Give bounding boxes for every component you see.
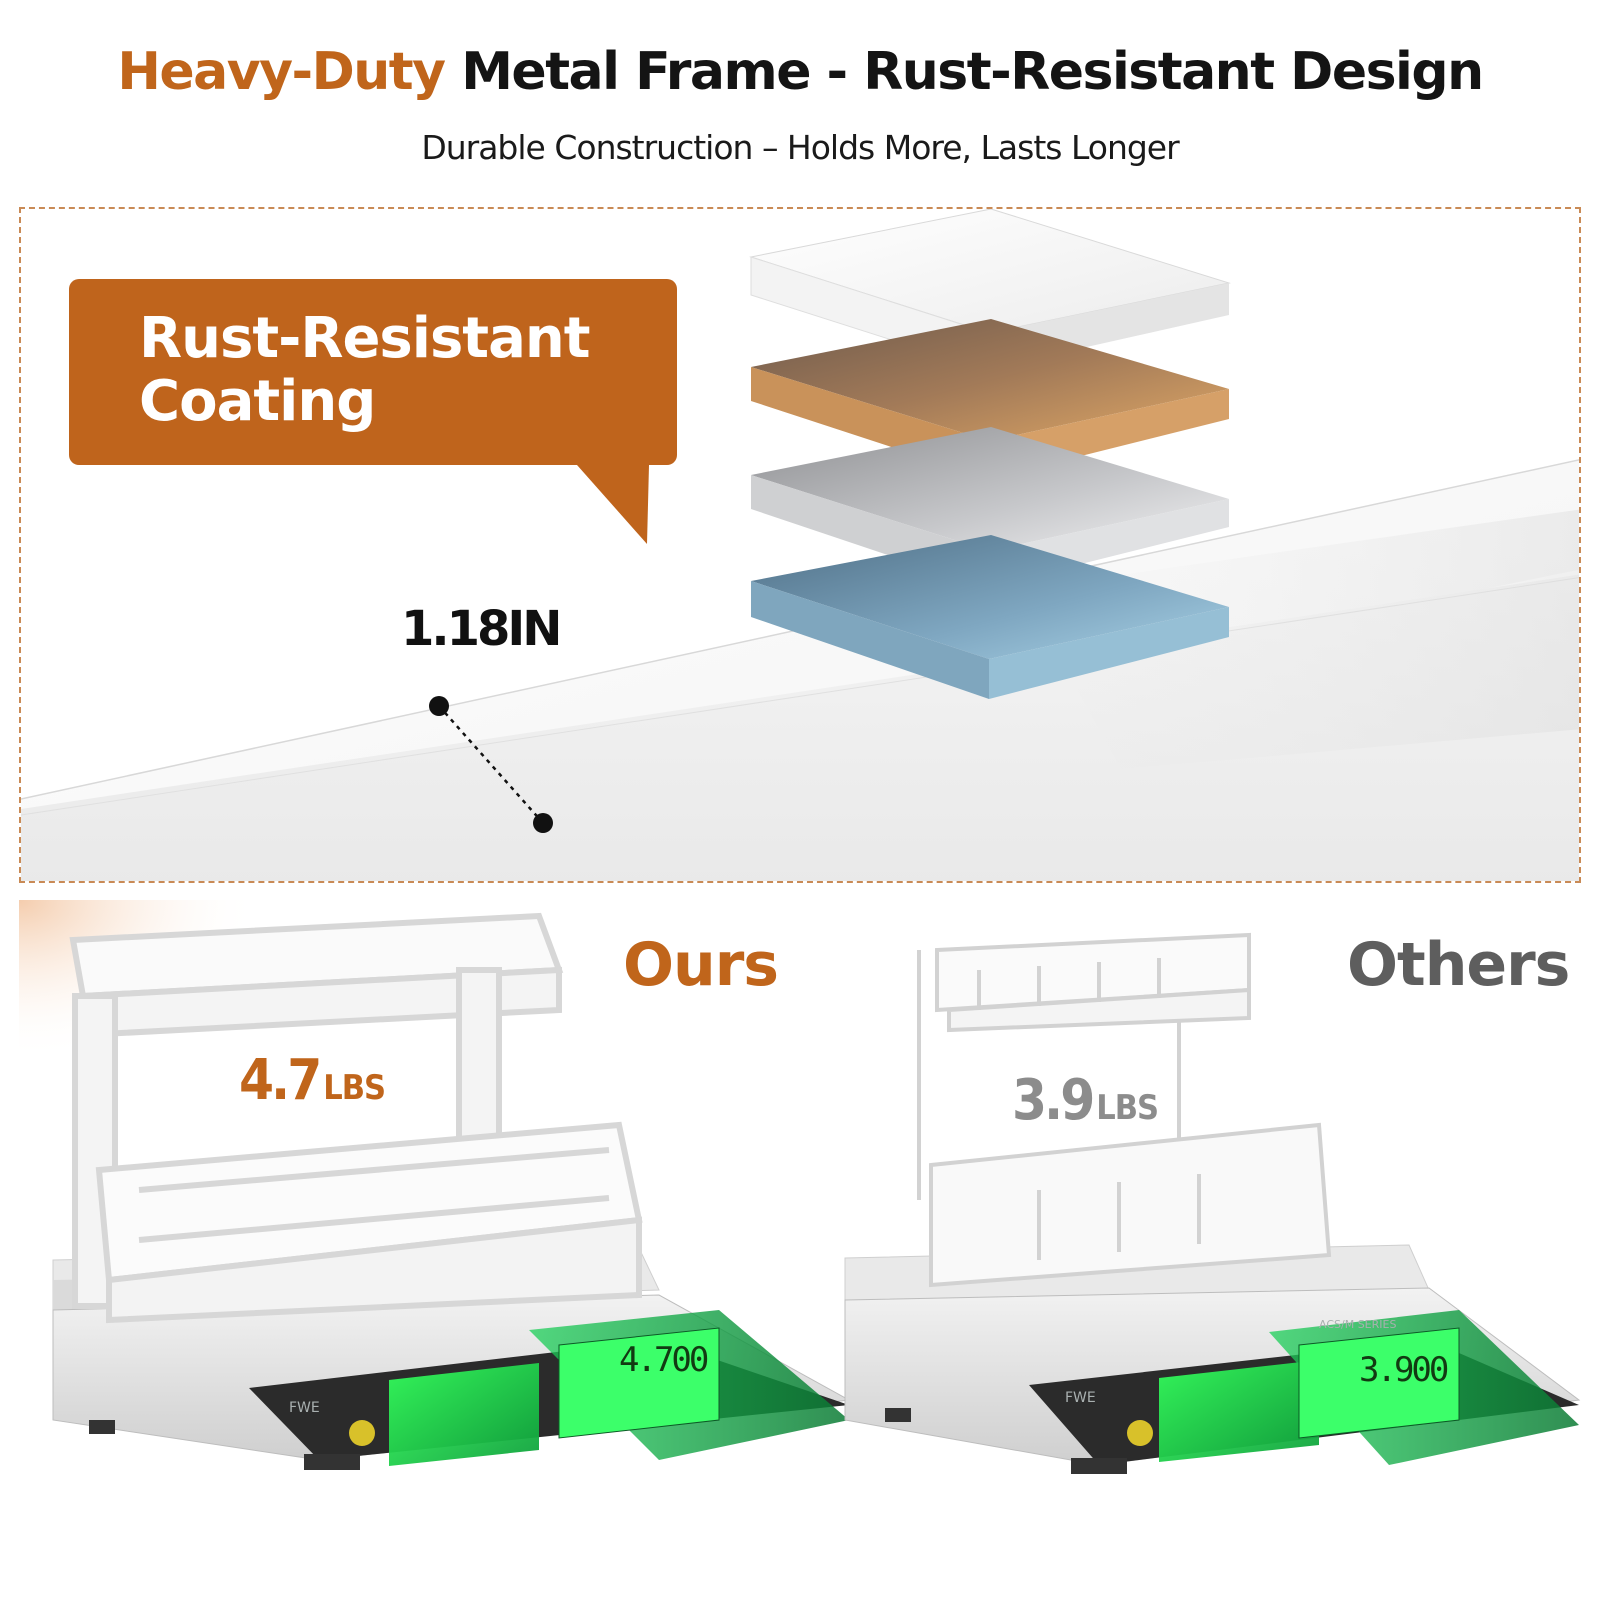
- ours-scale-brand: FWE: [289, 1400, 320, 1416]
- callout-text: Rust-Resistant Coating: [139, 307, 659, 433]
- ours-weight-unit: LBS: [323, 1068, 386, 1108]
- headline-main: Metal Frame - Rust-Resistant Design: [461, 42, 1484, 102]
- coating-layers: [749, 209, 1231, 699]
- others-rack: [917, 932, 1332, 1288]
- subheadline: Durable Construction – Holds More, Lasts…: [421, 128, 1179, 167]
- shelf-illustration: [21, 459, 1579, 881]
- ours-weight-value: 4.7: [239, 1048, 322, 1113]
- ours-display-reading: 4.700: [619, 1340, 709, 1380]
- callout-line-2: Coating: [139, 369, 376, 434]
- measure-dot-top: [429, 696, 449, 716]
- layer-blue: [751, 535, 1229, 699]
- rust-resistant-callout: Rust-Resistant Coating: [69, 279, 677, 465]
- thickness-label: 1.18IN: [401, 601, 562, 657]
- coating-detail-panel: Rust-Resistant Coating 1.18IN: [19, 207, 1581, 883]
- others-weight-value: 3.9: [1012, 1068, 1095, 1133]
- ours-label: Ours: [623, 930, 779, 1000]
- ours-rack: [69, 912, 643, 1324]
- others-scale-brand: FWE: [1065, 1390, 1096, 1406]
- scale-comparison-illustration: [19, 900, 1581, 1474]
- headline: Heavy-Duty Metal Frame - Rust-Resistant …: [0, 42, 1600, 102]
- callout-line-1: Rust-Resistant: [139, 306, 591, 371]
- others-scale-series: ACS/M SERIES: [1319, 1318, 1397, 1331]
- headline-accent: Heavy-Duty: [117, 42, 446, 102]
- others-scale: [844, 1244, 1581, 1474]
- measure-dot-bottom: [533, 813, 553, 833]
- others-weight-unit: LBS: [1096, 1088, 1159, 1128]
- others-display-reading: 3.900: [1359, 1350, 1449, 1390]
- callout-tail: [577, 465, 649, 544]
- others-label: Others: [1347, 930, 1570, 1000]
